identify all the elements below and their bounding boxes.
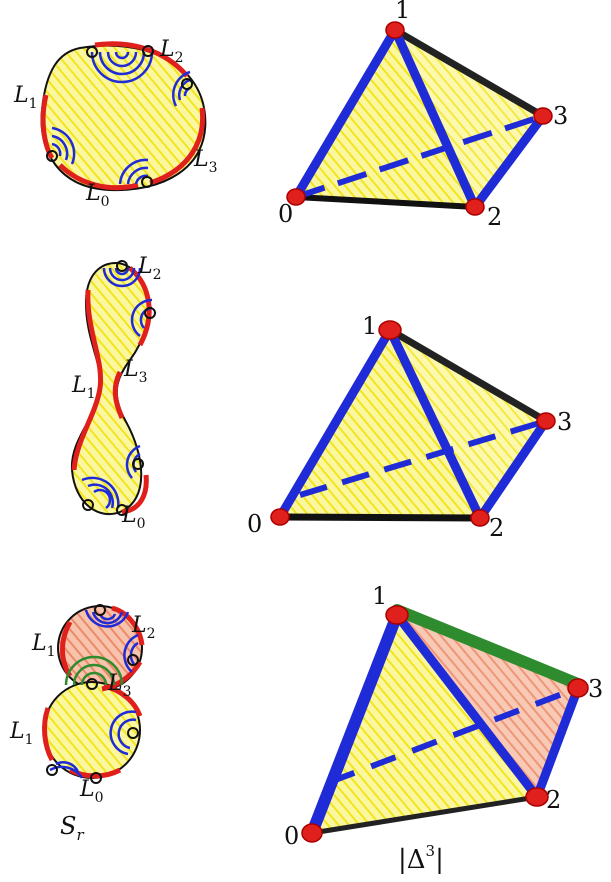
- row1-label-L0: L0: [85, 181, 110, 210]
- row1-label-L2: L2: [159, 37, 184, 66]
- row1-vertex-3: 3: [553, 102, 568, 130]
- row3-disks: L1 L2 L3 L1 L0: [9, 604, 156, 806]
- row3-label-L1-lower: L1: [9, 719, 34, 748]
- row2-edge-12: [385, 325, 485, 523]
- row3-vertex-3: 3: [588, 675, 603, 703]
- row2-boundary-arc-L1: [71, 289, 104, 471]
- row3-upper-arc-L2: [111, 605, 145, 646]
- row1-simplex: 0 1 2 3: [278, 0, 568, 231]
- row2-disk: L2 L1 L3 L0: [70, 254, 162, 532]
- row1-vertex-1: 1: [395, 0, 410, 24]
- row3-edge-12: [392, 610, 542, 802]
- row1-vertex-0: 0: [278, 200, 293, 228]
- row1-marked-points: [46, 45, 193, 188]
- row1-boundary-arc-L0: [58, 163, 139, 191]
- row2-face-012: [280, 330, 480, 518]
- row3-lower-arc-L0: [68, 767, 122, 779]
- row2-boundary-arc-L2: [128, 266, 152, 347]
- row1-label-L1: L1: [13, 83, 38, 112]
- row3-marked-points: [46, 604, 139, 784]
- row1-edge-01: [291, 25, 400, 202]
- row1-face-012: [296, 30, 475, 207]
- row1-vertex-2: 2: [487, 203, 502, 231]
- row2-simplex: 1 0 2 3: [247, 312, 572, 542]
- row3-vertex-1: 1: [372, 582, 387, 610]
- row3-simplex: 1 0 2 3: [284, 582, 603, 850]
- row3-edge-01: [306, 609, 403, 839]
- row2-vertex-0: 0: [247, 510, 262, 538]
- row3-vertices: [301, 605, 589, 843]
- row3-corner-arcs-green: [64, 655, 124, 686]
- row3-label-L2: L2: [131, 613, 156, 642]
- row3-edge-23: [532, 683, 583, 802]
- row1-vertices: [286, 21, 553, 216]
- row2-vertex-3: 3: [557, 408, 572, 436]
- caption-left: Sr: [60, 812, 84, 844]
- row2-label-L3: L3: [123, 357, 148, 386]
- row1-disk: L1 L2 L3 L0: [13, 37, 218, 210]
- row2-marked-points: [82, 260, 156, 516]
- row1-edge-12: [390, 25, 480, 212]
- row3-face-123: [397, 615, 578, 797]
- row1-label-L3: L3: [193, 147, 218, 176]
- row2-vertices: [270, 320, 556, 527]
- row3-face-012: [312, 615, 537, 833]
- row3-vertex-2: 2: [546, 786, 561, 814]
- row1-corner-arcs: [51, 51, 191, 185]
- row2-label-L0: L0: [121, 503, 146, 532]
- row1-boundary-arc-L3: [149, 107, 206, 186]
- row3-vertex-0: 0: [284, 822, 299, 850]
- row2-vertex-2: 2: [489, 514, 504, 542]
- row1-edge-02: [293, 194, 478, 210]
- row2-vertex-1: 1: [362, 312, 377, 340]
- row3-label-L3: L3: [107, 671, 132, 700]
- row2-edge-13: [386, 326, 550, 425]
- row3-edge-03-dashed: [328, 685, 580, 785]
- row2-edge-02: [276, 513, 484, 522]
- row3-label-L0: L0: [79, 777, 104, 806]
- row3-lower-arc-L1: [42, 707, 55, 762]
- row3-edge-13: [391, 604, 584, 690]
- row2-label-L2: L2: [137, 254, 162, 283]
- row1-edge-23: [470, 111, 548, 212]
- row2-edge-23: [475, 416, 551, 523]
- row1-boundary-arc-L2: [94, 41, 189, 78]
- row2-edge-01: [275, 325, 395, 522]
- row1-edge-13: [391, 26, 547, 120]
- row1-boundary-arc-L1: [40, 94, 55, 160]
- row3-edge-02: [309, 794, 540, 836]
- row3-corner-arcs-blue: [49, 609, 139, 779]
- row2-boundary-arc-L3: [112, 370, 125, 420]
- caption-right: |Δ3|: [398, 842, 444, 875]
- row3-lower-arc-L3: [103, 683, 143, 717]
- row2-label-L1: L1: [71, 373, 96, 402]
- row3-label-L1-upper: L1: [31, 631, 56, 660]
